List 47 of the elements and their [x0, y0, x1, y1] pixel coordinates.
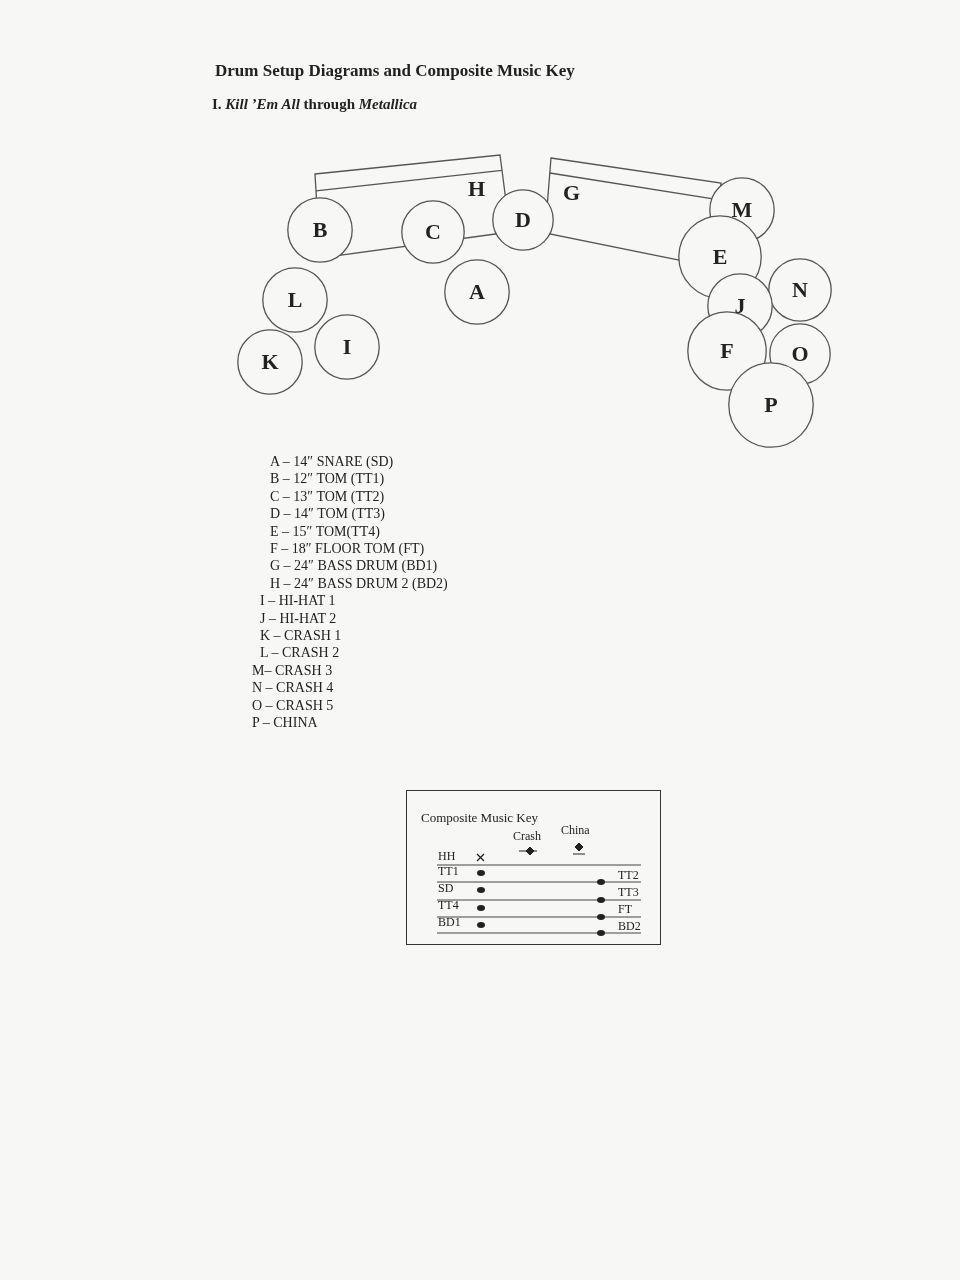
drum-letter: P	[763, 394, 779, 416]
key-list-item: A – 14″ SNARE (SD)	[270, 455, 394, 469]
key-list-item: F – 18″ FLOOR TOM (FT)	[270, 542, 425, 556]
section-subheading: I. Kill ’Em All through Metallica	[212, 97, 418, 112]
key-list-item: D – 14″ TOM (TT3)	[270, 507, 385, 522]
key-list-item: B – 12″ TOM (TT1)	[270, 472, 385, 487]
key-list-item: L – CRASH 2	[260, 646, 340, 661]
drum-letter: E	[711, 246, 729, 268]
key-list-item: K – CRASH 1	[260, 629, 342, 643]
staff-line-label: FT	[618, 903, 632, 915]
key-title: Composite Music Key	[421, 811, 538, 824]
key-list-item: J – HI-HAT 2	[260, 611, 337, 626]
staff-line-label: SD	[438, 882, 454, 894]
key-list-item: P – CHINA	[252, 716, 318, 730]
key-list-item: M– CRASH 3	[252, 663, 333, 678]
staff-line-label: BD1	[438, 916, 461, 928]
staff-line-label: TT1	[438, 865, 459, 877]
key-list-item: I – HI-HAT 1	[260, 594, 336, 609]
key-list-item: N – CRASH 4	[252, 681, 334, 696]
drum-letter: A	[468, 281, 486, 303]
drum-letter: G	[563, 182, 581, 204]
symbol-label: Crash	[513, 830, 541, 842]
drum-letter: K	[260, 351, 280, 373]
symbol-label: China	[561, 824, 590, 836]
staff-line-label: TT2	[618, 869, 639, 881]
key-list-item: G – 24″ BASS DRUM (BD1)	[270, 559, 438, 574]
drum-letter: L	[286, 289, 304, 311]
staff-line-label: HH	[438, 850, 456, 862]
key-panel	[406, 790, 661, 945]
staff-line-label: TT4	[438, 899, 459, 911]
drum-letter: O	[790, 343, 810, 365]
drum-letter: H	[468, 178, 486, 200]
key-list-item: H – 24″ BASS DRUM 2 (BD2)	[270, 576, 448, 591]
key-list-item: O – CRASH 5	[252, 698, 334, 713]
drum-letter: C	[424, 221, 442, 243]
key-list-item: C – 13″ TOM (TT2)	[270, 489, 385, 504]
drum-letter: F	[719, 340, 735, 362]
drum-letter: I	[341, 336, 353, 358]
staff-line-label: TT3	[618, 886, 639, 898]
drum-letter: D	[514, 209, 532, 231]
drum-letter: J	[733, 295, 747, 317]
drum-letter: M	[730, 199, 754, 221]
drum-letter: B	[311, 219, 329, 241]
key-list-item: E – 15″ TOM(TT4)	[270, 524, 380, 539]
page-heading: Drum Setup Diagrams and Composite Music Key	[215, 62, 575, 79]
staff-line-label: BD2	[618, 920, 641, 932]
drum-letter: N	[791, 279, 809, 301]
